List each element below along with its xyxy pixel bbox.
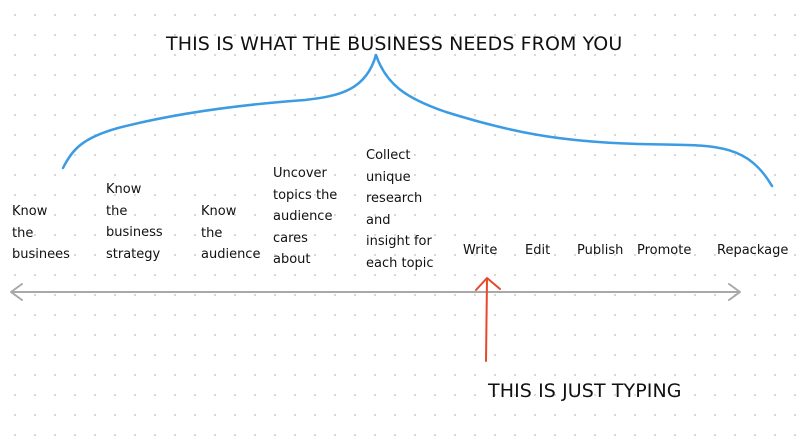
timeline-arrow [10,283,741,301]
step-publish: Publish [577,243,624,258]
headline-business-needs: THIS IS WHAT THE BUSINESS NEEDS FROM YOU [166,33,623,55]
step-know-the-audience: Know the audience [201,204,261,262]
step-edit: Edit [525,243,551,258]
pointer-arrow [475,277,501,362]
curly-brace [61,53,774,188]
step-promote: Promote [637,243,692,258]
step-know-the-business: Know the businees [12,204,70,262]
step-write: Write [463,243,498,258]
headline-just-typing: THIS IS JUST TYPING [488,380,682,402]
step-repackage: Repackage [717,243,789,258]
step-uncover-topics: Uncover topics the audience cares about [273,166,338,267]
step-know-the-business-strategy: Know the business strategy [106,182,163,262]
step-collect-research: Collect unique research and insight for … [366,148,434,271]
